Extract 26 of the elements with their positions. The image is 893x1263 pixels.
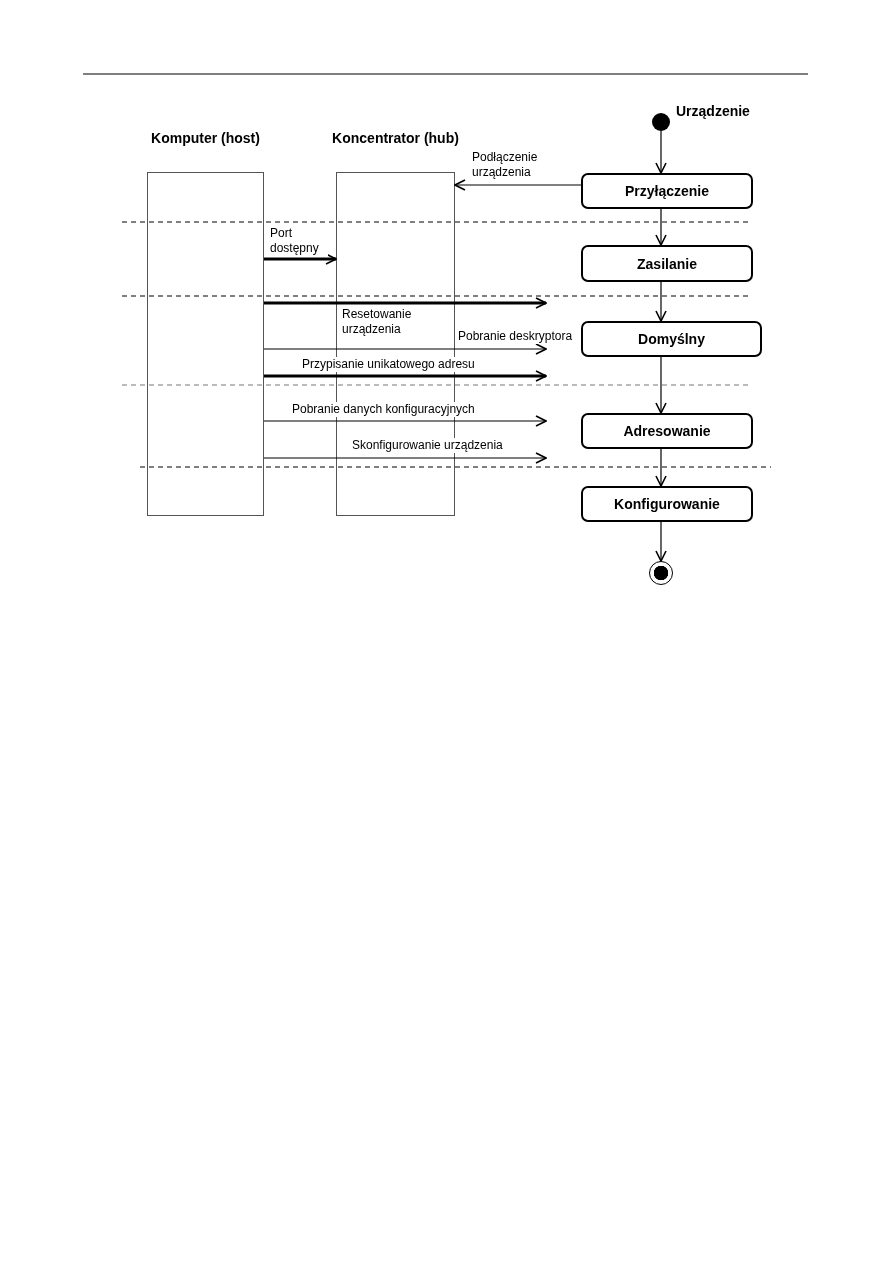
edge-label: Pobranie deskryptora <box>456 329 575 344</box>
transition-arrow <box>655 356 667 414</box>
edge-label: Skonfigurowanie urządzenia <box>350 438 505 453</box>
transition-arrow <box>655 208 667 246</box>
state-box: Konfigurowanie <box>581 486 753 522</box>
message-arrow <box>264 370 547 382</box>
state-box: Adresowanie <box>581 413 753 449</box>
message-arrow <box>454 179 582 191</box>
message-arrow <box>264 297 547 309</box>
message-arrow <box>264 253 337 265</box>
transition-arrow <box>655 130 667 174</box>
message-arrow <box>263 415 547 427</box>
state-box: Zasilanie <box>581 245 753 282</box>
edge-label: Przypisanie unikatowego adresu <box>300 357 477 372</box>
message-arrow <box>263 452 547 464</box>
message-arrow <box>263 343 547 355</box>
state-box: Domyślny <box>581 321 762 357</box>
lane-heading: Komputer (host) <box>150 130 261 146</box>
edge-label: Pobranie danych konfiguracyjnych <box>290 402 477 417</box>
edge-label: Port dostępny <box>268 226 328 256</box>
lane-heading: Koncentrator (hub) <box>331 130 460 146</box>
state-box: Przyłączenie <box>581 173 753 209</box>
transition-arrow <box>655 521 667 562</box>
transition-arrow <box>655 448 667 487</box>
transition-arrow <box>655 281 667 322</box>
state-machine-name: Urządzenie <box>676 103 750 119</box>
